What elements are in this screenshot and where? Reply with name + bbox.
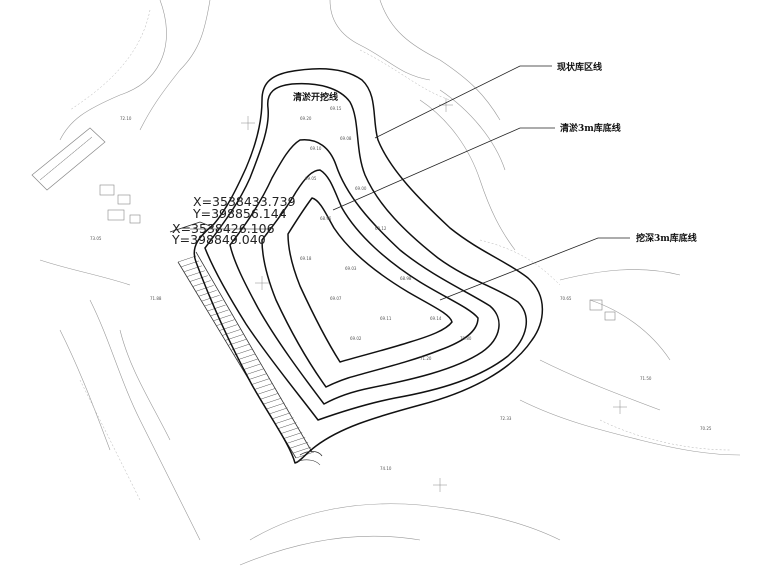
spot-elevation: 69.11: [380, 316, 392, 321]
spot-elevation: 68.98: [400, 276, 412, 281]
hatch-line: [275, 417, 294, 424]
spot-elevation: 71.20: [420, 356, 432, 361]
hatch-line: [257, 388, 276, 395]
clearing-3m-bottom-line: [229, 139, 500, 405]
spot-elevation: 69.20: [300, 116, 312, 121]
spot-elevation: 71.50: [640, 376, 652, 381]
spot-elevation: 69.10: [310, 146, 322, 151]
innermost-bottom-line: [287, 197, 453, 363]
callout-labels: 现状库区线 清淤3m库底线 挖深3m库底线 清淤开挖线: [293, 61, 697, 244]
spot-elevation: 69.03: [345, 266, 357, 271]
hatch-line: [204, 299, 223, 307]
hatch-line: [219, 324, 238, 331]
spot-elevation: 72.33: [500, 416, 512, 421]
coord-2-x: X=3538426.106: [172, 221, 275, 236]
hatch-line: [260, 392, 279, 400]
hatch-line: [207, 304, 226, 312]
hatch-line: [183, 265, 202, 273]
hatch-line: [222, 329, 241, 336]
hatch-line: [284, 432, 303, 439]
hatch-line: [239, 358, 259, 366]
spot-elevation: 69.02: [350, 336, 362, 341]
hatch-line: [189, 275, 208, 282]
spot-elevation: 69.18: [300, 256, 312, 261]
hatch-line: [278, 422, 297, 429]
coord-1-y: Y=398856.144: [192, 206, 287, 221]
clearing-excavation-line: [204, 82, 527, 421]
hatch-line: [245, 368, 264, 375]
callout-excavation-3m: 挖深3m库底线: [636, 232, 697, 244]
reservoir-boundaries: [193, 67, 544, 464]
hatch-line: [216, 319, 235, 326]
hatch-line: [195, 285, 214, 292]
hatch-line: [272, 412, 291, 420]
dam-slope-hatching: [177, 251, 315, 459]
spot-elevation: 70.65: [560, 296, 572, 301]
hatch-line: [287, 437, 306, 444]
spot-elevation: 71.88: [150, 296, 162, 301]
callout-clearing-3m: 清淤3m库底线: [560, 122, 621, 134]
spot-elevation: 69.05: [305, 176, 317, 181]
hatch-line: [236, 353, 256, 361]
coord-1-x: X=3538433.739: [193, 194, 296, 209]
spot-elevation: 73.05: [90, 236, 102, 241]
spot-elevation: 69.14: [430, 316, 442, 321]
leader-lines: [169, 65, 630, 301]
excavation-3m-bottom-line: [261, 169, 479, 388]
spot-elevation: 69.00: [355, 186, 367, 191]
callout-existing-reservoir: 现状库区线: [557, 61, 602, 73]
spot-elevation: 69.15: [330, 106, 342, 111]
spot-elevations: 69.20 69.15 69.10 69.08 69.05 69.00 68.95 69.12…: [90, 106, 712, 471]
coordinate-annotations: X=3538433.739 Y=398856.144 X=3538426.106…: [171, 194, 296, 247]
existing-reservoir-line: [193, 67, 544, 464]
hatch-line: [210, 309, 229, 317]
spot-elevation: 68.95: [320, 216, 332, 221]
spot-elevation: 70.25: [700, 426, 712, 431]
hatch-line: [213, 314, 232, 322]
hatch-line: [292, 446, 312, 454]
spot-elevation: 69.08: [340, 136, 352, 141]
terrain-contours: [39, 0, 741, 566]
building-footprints: [31, 127, 616, 321]
hatch-line: [269, 407, 288, 415]
hatch-line: [248, 373, 267, 380]
hatch-line: [242, 363, 261, 371]
inner-excavation-label: 清淤开挖线: [293, 91, 338, 103]
dam-toe: [295, 450, 323, 466]
spot-elevation: 69.12: [375, 226, 387, 231]
hatch-line: [233, 348, 253, 356]
hatch-line: [186, 270, 205, 277]
coord-2-y: Y=398849.040: [171, 232, 266, 247]
spot-elevation: 69.07: [330, 296, 342, 301]
hatch-line: [290, 441, 309, 449]
spot-elevation: 72.10: [120, 116, 132, 121]
hatch-line: [254, 383, 273, 390]
hatch-line: [266, 402, 285, 410]
hatch-line: [263, 397, 282, 405]
hatch-line: [251, 378, 270, 385]
spot-elevation: 70.80: [460, 336, 472, 341]
hatch-line: [177, 255, 197, 263]
grid-crosses: [241, 98, 627, 492]
hatch-line: [192, 280, 211, 287]
hatch-line: [281, 427, 300, 434]
spot-elevation: 74.10: [380, 466, 392, 471]
